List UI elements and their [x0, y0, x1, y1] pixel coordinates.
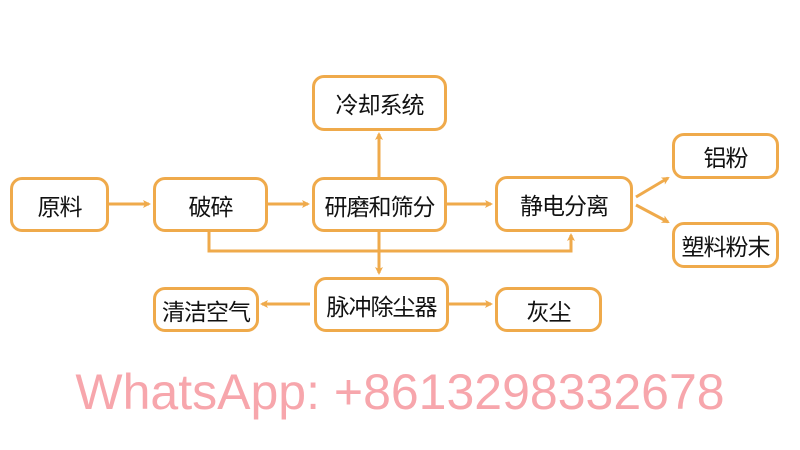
- node-raw-material: 原料: [10, 177, 109, 232]
- node-pulse-dust-collector: 脉冲除尘器: [314, 277, 449, 332]
- arrow-separate-to-plastic: [635, 203, 670, 224]
- arrow-crush-to-separate: [207, 231, 575, 253]
- node-plastic-powder: 塑料粉末: [672, 222, 779, 268]
- node-cooling-system: 冷却系统: [312, 75, 447, 131]
- node-dust: 灰尘: [495, 287, 602, 332]
- node-electrostatic-separation: 静电分离: [495, 176, 633, 232]
- node-aluminum-powder: 铝粉: [672, 133, 779, 179]
- node-clean-air: 清洁空气: [153, 287, 259, 332]
- arrow-separate-to-aluminum: [635, 176, 670, 199]
- node-crushing: 破碎: [153, 177, 268, 232]
- node-grinding-screening: 研磨和筛分: [312, 177, 447, 232]
